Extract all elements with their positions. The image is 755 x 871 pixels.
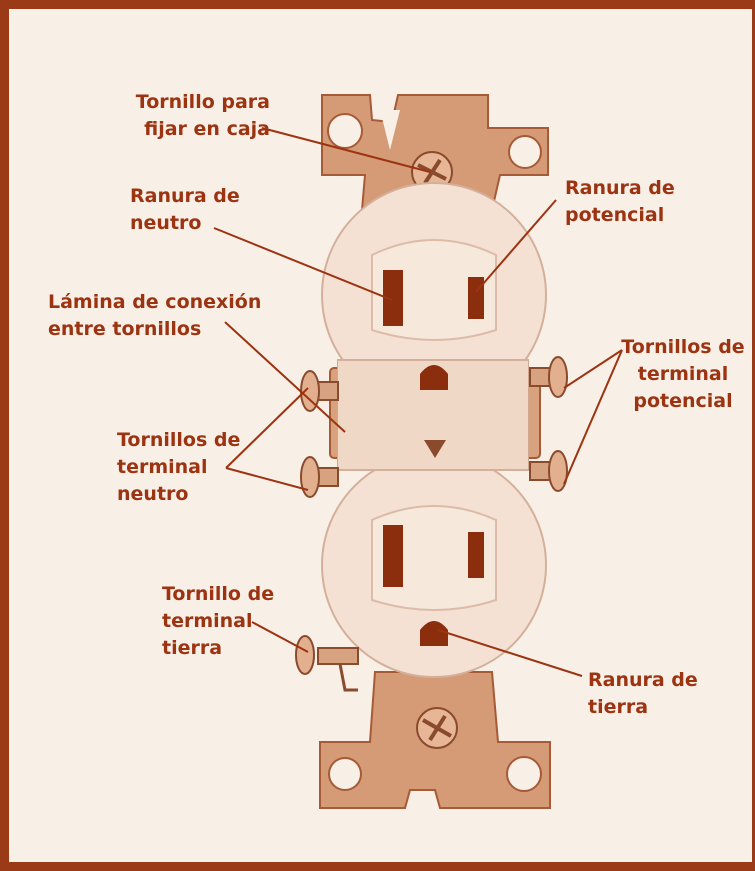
label-hot-slot-line1: Ranura de xyxy=(565,177,675,199)
bottom-outlet-face xyxy=(371,505,497,646)
ground-slot-top xyxy=(420,365,448,390)
leader-neutral-slot xyxy=(213,227,393,301)
neutral-slot-top xyxy=(383,270,403,326)
label-link-tab-line2: entre tornillos xyxy=(48,318,202,340)
hot-slot-bottom xyxy=(468,532,484,578)
leader-link-tab xyxy=(224,321,346,433)
label-link-tab: Lámina de conexión entre tornillos xyxy=(48,289,261,343)
label-neutral-terminal-line1: Tornillos de xyxy=(117,429,241,451)
label-hot-terminal-line1: Tornillos de xyxy=(621,336,745,358)
leader-box-screw xyxy=(261,127,431,173)
label-box-screw-line2: fijar en caja xyxy=(144,118,270,140)
hot-terminal-screw-top xyxy=(529,356,568,398)
label-box-screw-line1: Tornillo para xyxy=(135,91,270,113)
hot-slot-top xyxy=(468,277,484,319)
neutral-terminal-screw-bottom xyxy=(300,456,339,498)
label-link-tab-line1: Lámina de conexión xyxy=(48,291,262,313)
label-ground-slot-line1: Ranura de xyxy=(588,669,698,691)
label-ground-terminal-line1: Tornillo de xyxy=(162,583,275,605)
leader-hot-top xyxy=(563,349,623,389)
ground-terminal-screw xyxy=(295,635,359,692)
center-screw-hole xyxy=(424,440,446,458)
label-neutral-terminal-line2: terminal xyxy=(117,456,208,478)
label-hot-terminal-screws: Tornillos de terminal potencial xyxy=(618,334,748,415)
leader-neutral-top xyxy=(225,387,309,469)
leader-hot-slot xyxy=(475,199,557,293)
leader-ground-slot xyxy=(437,629,583,677)
leader-hot-bottom xyxy=(563,349,623,485)
label-neutral-slot-line1: Ranura de xyxy=(130,185,240,207)
label-neutral-slot-line2: neutro xyxy=(130,212,202,234)
label-hot-terminal-line3: potencial xyxy=(633,390,733,412)
label-box-screw: Tornillo para fijar en caja xyxy=(120,89,270,143)
label-hot-slot-line2: potencial xyxy=(565,204,665,226)
leader-lines xyxy=(213,127,623,677)
top-outlet-face xyxy=(371,239,497,390)
label-ground-terminal-line3: tierra xyxy=(162,637,223,659)
label-ground-terminal-line2: terminal xyxy=(162,610,253,632)
bottom-mounting-screw xyxy=(416,707,458,749)
neutral-terminal-screw-top xyxy=(300,370,339,412)
label-neutral-terminal-screws: Tornillos de terminal neutro xyxy=(117,427,240,508)
label-hot-terminal-line2: terminal xyxy=(637,363,729,385)
label-ground-slot-line2: tierra xyxy=(588,696,649,718)
label-ground-terminal-screw: Tornillo de terminal tierra xyxy=(162,581,274,662)
hot-terminal-screw-bottom xyxy=(529,450,568,492)
label-neutral-terminal-line3: neutro xyxy=(117,483,189,505)
label-ground-slot: Ranura de tierra xyxy=(588,667,698,721)
leader-neutral-bottom xyxy=(225,467,309,491)
leader-ground-screw xyxy=(251,621,309,653)
label-neutral-slot: Ranura de neutro xyxy=(130,183,240,237)
neutral-slot-bottom xyxy=(383,525,403,587)
ground-slot-bottom xyxy=(420,621,448,646)
label-hot-slot: Ranura de potencial xyxy=(565,175,675,229)
